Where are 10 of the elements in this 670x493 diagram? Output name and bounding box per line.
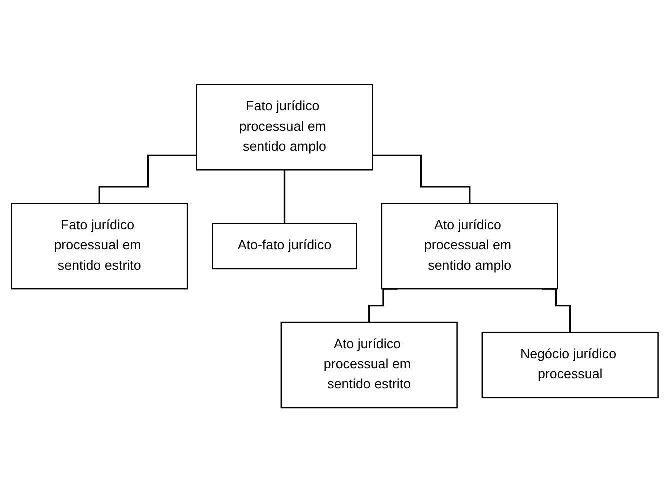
node-box (11, 203, 188, 290)
node-box (212, 223, 358, 270)
connector (98, 154, 197, 205)
connector (284, 169, 286, 225)
node-box (381, 203, 558, 290)
node-box (482, 332, 659, 399)
connector (372, 154, 471, 205)
node-box (280, 322, 458, 409)
tree-diagram: Fato jurídico processual em sentido amplo Fato jurídico processual em sentido estrito Ato-fato jurídico Ato jurídico processual em sentido amplo Ato jurídico processual em sentido estrito Negócio jurídico processual (5, 78, 665, 415)
node-box (196, 84, 374, 171)
